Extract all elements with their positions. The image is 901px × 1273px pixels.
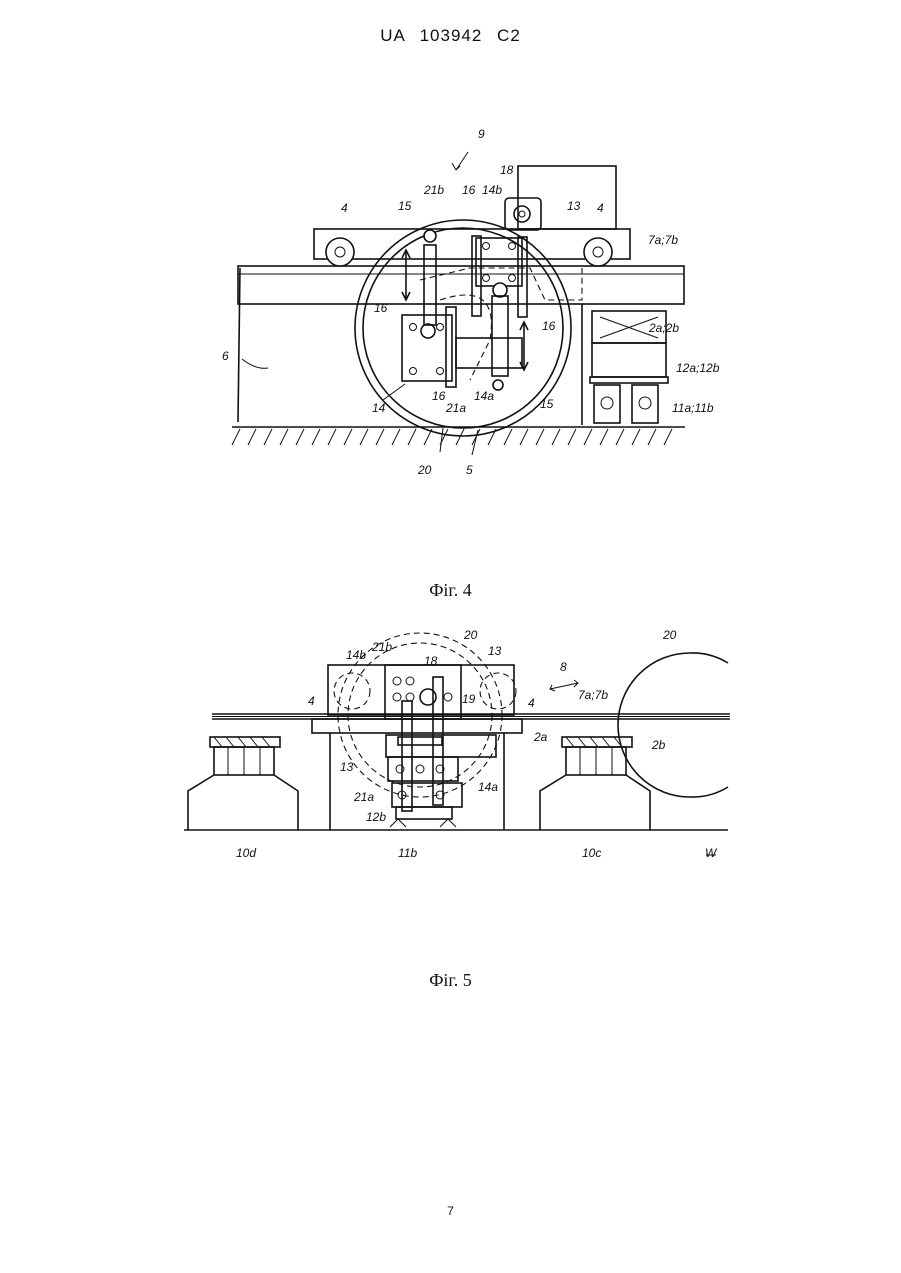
rail-beam xyxy=(238,266,684,304)
label-16-left: 16 xyxy=(374,301,388,315)
label-16: 16 xyxy=(462,183,476,197)
cylinder-15-right xyxy=(492,296,508,376)
label-16-right: 16 xyxy=(542,319,556,333)
label-20-right: 20 xyxy=(662,628,677,642)
label-14b: 14b xyxy=(482,183,502,197)
stand-10c xyxy=(540,775,650,830)
label-9: 9 xyxy=(478,127,485,141)
figure-5: 21b 20 14b 18 13 8 20 4 19 4 7a;7b 2a 2b… xyxy=(0,615,901,885)
label-7a7b: 7a;7b xyxy=(578,688,608,702)
carriage-13 xyxy=(328,665,514,715)
label-10d: 10d xyxy=(236,846,256,860)
label-2a2b: 2a;2b xyxy=(648,321,679,335)
figure-5-drawing: 21b 20 14b 18 13 8 20 4 19 4 7a;7b 2a 2b… xyxy=(0,615,901,885)
label-11a11b: 11a;11b xyxy=(672,401,714,415)
label-15-bottom: 15 xyxy=(540,397,554,411)
label-2a: 2a xyxy=(533,730,548,744)
wheel-right xyxy=(584,238,612,266)
label-2b: 2b xyxy=(651,738,666,752)
label-6: 6 xyxy=(222,349,229,363)
label-8: 8 xyxy=(560,660,567,674)
figure-4-drawing: 9 18 21b 16 14b 13 4 4 15 7a;7b 16 16 6 … xyxy=(0,0,901,520)
label-20-center: 20 xyxy=(463,628,478,642)
label-14: 14 xyxy=(372,401,386,415)
label-13: 13 xyxy=(567,199,581,213)
label-13-left: 13 xyxy=(340,760,354,774)
label-4-right: 4 xyxy=(528,696,535,710)
label-21b: 21b xyxy=(371,640,392,654)
label-14a: 14a xyxy=(478,780,498,794)
figure-5-caption: Фіг. 5 xyxy=(0,970,901,991)
page-number: 7 xyxy=(0,1204,901,1218)
stand-10d xyxy=(188,775,298,830)
label-20: 20 xyxy=(417,463,432,477)
label-13-top: 13 xyxy=(488,644,502,658)
label-14b: 14b xyxy=(346,648,366,662)
figure-4-caption: Фіг. 4 xyxy=(0,580,901,601)
rotary-ring-right xyxy=(618,653,690,797)
label-10c: 10c xyxy=(582,846,601,860)
label-5: 5 xyxy=(466,463,473,477)
label-12b: 12b xyxy=(366,810,386,824)
label-4-right: 4 xyxy=(597,201,604,215)
conveyor-11a xyxy=(594,385,620,423)
label-18: 18 xyxy=(500,163,514,177)
label-12a12b: 12a;12b xyxy=(676,361,720,375)
label-18: 18 xyxy=(424,654,438,668)
label-11b: 11b xyxy=(398,846,417,860)
label-15-top: 15 xyxy=(398,199,412,213)
ground-hatching xyxy=(232,429,672,445)
label-7a7b: 7a;7b xyxy=(648,233,678,247)
wheel-left xyxy=(326,238,354,266)
label-21a: 21a xyxy=(445,401,466,415)
figure-4: 9 18 21b 16 14b 13 4 4 15 7a;7b 16 16 6 … xyxy=(0,0,901,520)
magazine-12a12b xyxy=(592,343,666,377)
label-19: 19 xyxy=(462,692,476,706)
conveyor-11b xyxy=(632,385,658,423)
label-4-left: 4 xyxy=(308,694,315,708)
label-W: W xyxy=(705,846,718,860)
label-21a: 21a xyxy=(353,790,374,804)
label-4-left: 4 xyxy=(341,201,348,215)
label-16-bottom: 16 xyxy=(432,389,446,403)
label-21b: 21b xyxy=(423,183,444,197)
cylinder-15-left xyxy=(424,245,436,325)
label-14a: 14a xyxy=(474,389,494,403)
